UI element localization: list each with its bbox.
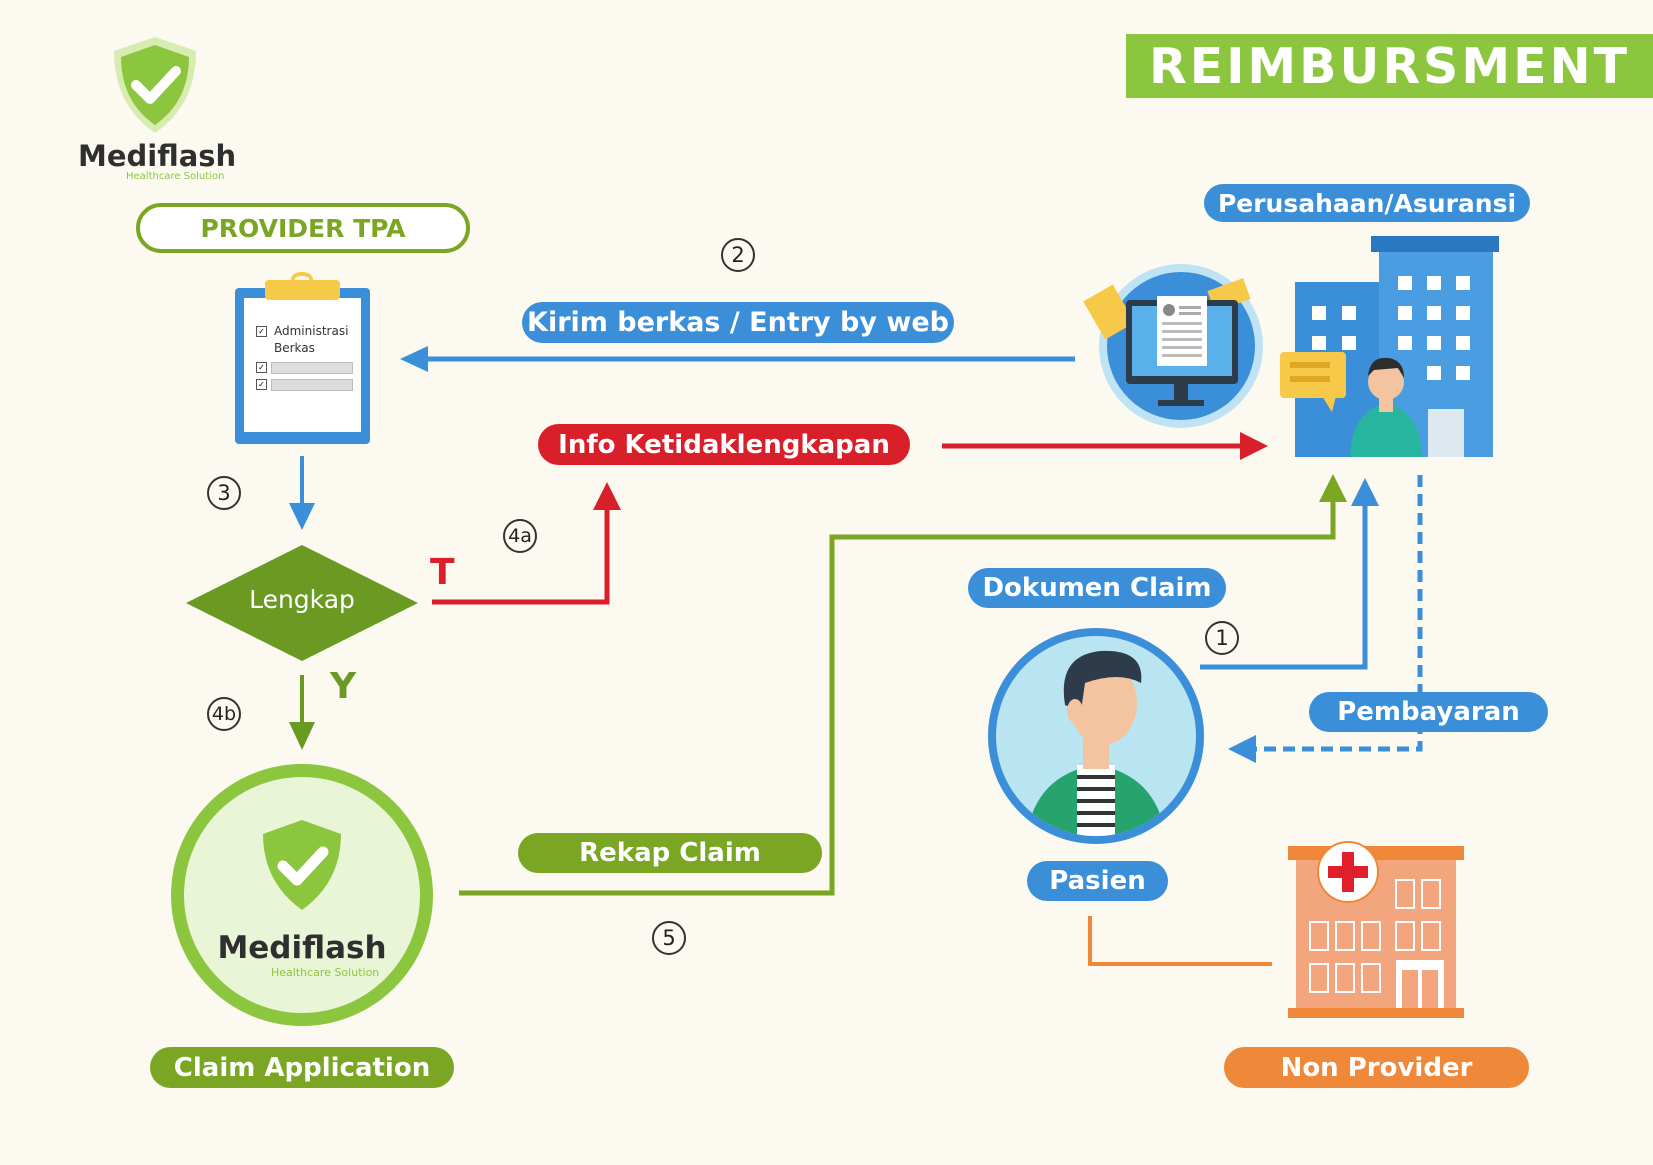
- arrowhead-4a: [593, 482, 621, 510]
- shield-check-icon: [263, 820, 341, 910]
- label-kirim-berkas: Kirim berkas / Entry by web: [522, 302, 954, 343]
- decision-label: Lengkap: [249, 585, 355, 614]
- decision-diamond: [186, 545, 418, 661]
- arrowhead-info-ketidaklengkapan: [1240, 432, 1268, 460]
- checkbox-icon: ✓: [256, 362, 267, 373]
- claim-app-brand-name: Mediflash: [217, 930, 387, 966]
- title-banner: REIMBURSMENT: [1126, 34, 1653, 98]
- arrow-4a: [432, 505, 610, 605]
- step-1-badge: 1: [1205, 621, 1239, 655]
- clipboard-item-administrasi: Administrasi: [274, 324, 349, 338]
- arrowhead-dokumen-claim: [1351, 478, 1379, 506]
- step-3-badge: 3: [207, 476, 241, 510]
- provider-tpa-label: PROVIDER TPA: [136, 203, 470, 253]
- label-t: T: [430, 552, 455, 593]
- arrow-pembayaran: [1255, 475, 1423, 752]
- arrowhead-kirim-berkas: [400, 346, 428, 372]
- label-info-ketidaklengkapan: Info Ketidaklengkapan: [538, 424, 910, 465]
- step-4a-badge: 4a: [503, 519, 537, 553]
- arrowhead-step3: [289, 503, 315, 530]
- label-y: Y: [330, 666, 357, 707]
- step-5-badge: 5: [652, 921, 686, 955]
- clipboard-item-berkas: Berkas: [274, 341, 315, 355]
- page-title: REIMBURSMENT: [1148, 37, 1631, 95]
- arrowhead-rekap-claim: [1319, 474, 1347, 502]
- checkbox-icon: ✓: [256, 326, 267, 337]
- shield-check-icon: [114, 37, 196, 133]
- patient-avatar: [988, 628, 1204, 844]
- arrow-dokumen-claim: [1200, 505, 1368, 670]
- arrowhead-pembayaran: [1228, 735, 1256, 763]
- claim-app-brand-tagline: Healthcare Solution: [271, 966, 380, 979]
- step-4b-badge: 4b: [207, 697, 241, 731]
- label-pasien: Pasien: [1027, 861, 1168, 901]
- hospital-icon: [1288, 841, 1464, 1018]
- label-rekap-claim: Rekap Claim: [518, 833, 822, 873]
- checkbox-icon: ✓: [256, 379, 267, 390]
- label-pembayaran: Pembayaran: [1309, 692, 1548, 732]
- label-dokumen-claim: Dokumen Claim: [968, 568, 1226, 608]
- clipboard-document: ✓ Administrasi Berkas ✓ ✓: [235, 272, 370, 444]
- brand-name: Mediflash: [78, 139, 237, 173]
- brand-tagline: Healthcare Solution: [126, 171, 225, 182]
- claim-application-logo: Mediflash Healthcare Solution: [171, 764, 433, 1026]
- arrow-rekap-claim: [459, 502, 1336, 896]
- label-perusahaan-asuransi: Perusahaan/Asuransi: [1204, 184, 1530, 222]
- computer-entry-icon: [1083, 264, 1263, 428]
- step-2-badge: 2: [721, 238, 755, 272]
- brand-logo: Mediflash Healthcare Solution: [70, 35, 240, 185]
- arrowhead-4b: [289, 722, 315, 750]
- label-non-provider: Non Provider: [1224, 1047, 1529, 1088]
- company-building-icon: [1280, 236, 1499, 457]
- label-claim-application: Claim Application: [150, 1047, 454, 1088]
- connector-non-provider: [1088, 916, 1272, 966]
- clipboard-clip: [265, 280, 340, 300]
